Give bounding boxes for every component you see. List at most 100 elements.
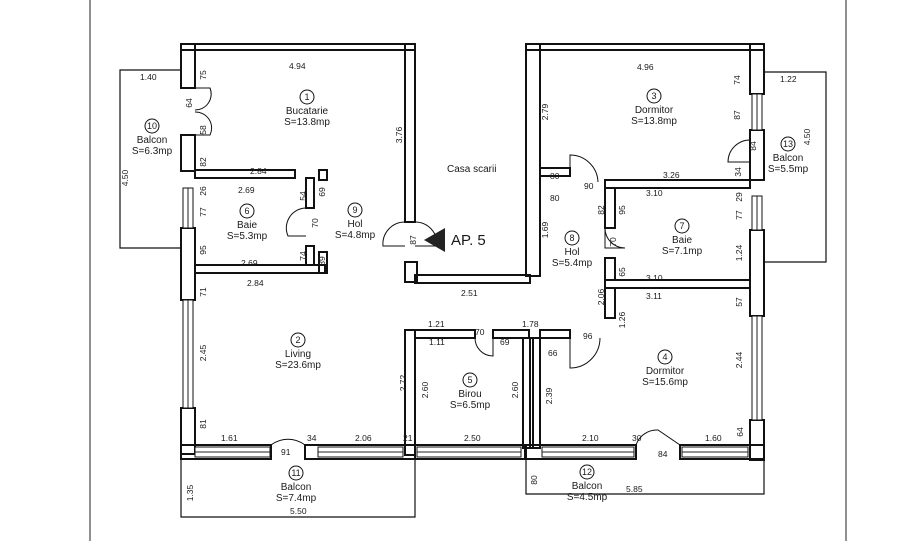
dimension-label: 1.78 [522, 319, 539, 329]
dimension-label: 4.50 [120, 169, 130, 186]
dimension-label: 1.61 [221, 433, 238, 443]
dimension-label: 1.24 [734, 244, 744, 261]
dimension-label: 1.69 [540, 221, 550, 238]
dimension-label: 66 [548, 348, 558, 358]
room-name: Balcon [137, 135, 168, 146]
dimension-label: 3.76 [394, 126, 404, 143]
dimension-label: 89 [317, 256, 327, 266]
dimension-label: 2.44 [734, 351, 744, 368]
room-name: Bucatarie [286, 106, 329, 117]
dimension-label: 4.94 [289, 61, 306, 71]
left-wing-windows [182, 187, 522, 458]
room-name: Balcon [773, 153, 804, 164]
room-name: Dormitor [635, 105, 674, 116]
room-number-circle [674, 218, 690, 234]
dimension-label: 87 [408, 235, 418, 245]
balcony-12-outline [525, 459, 765, 495]
dimension-label: 70 [310, 218, 320, 228]
room-area: S=7.1mp [662, 246, 703, 257]
dimension-label: 64 [184, 98, 194, 108]
right-wing-windows [541, 93, 763, 458]
dimension-label: 69 [317, 187, 327, 197]
left-wing-doors [194, 87, 494, 459]
room-name: Living [285, 349, 311, 360]
balcony-13-outline [764, 71, 827, 263]
dimension-label: 95 [198, 245, 208, 255]
dimension-label: 2.60 [420, 381, 430, 398]
room-number-circle [239, 203, 255, 219]
dimension-label: 1.11 [429, 337, 445, 347]
room-number: 2 [295, 335, 300, 345]
room-number: 11 [291, 468, 300, 478]
dimension-label: 82 [596, 205, 606, 215]
room-number: 12 [582, 467, 592, 477]
dimension-label: 74 [732, 75, 742, 85]
dimension-label: 75 [198, 70, 208, 80]
dimension-label: 58 [198, 125, 208, 135]
room-name: Balcon [572, 481, 603, 492]
dimension-label: 77 [198, 207, 208, 217]
dimension-label: 95 [617, 205, 627, 215]
room-name: Baie [237, 220, 257, 231]
dimension-label: 3.10 [646, 188, 663, 198]
room-area: S=4.5mp [567, 492, 608, 503]
right-wing-walls [525, 43, 765, 461]
room-name: Baie [672, 235, 692, 246]
entrance-arrow-icon [424, 228, 445, 252]
dimension-label: 70 [475, 327, 485, 337]
room-labels: 1BucatarieS=13.8mp2LivingS=23.6mp3Dormit… [132, 88, 809, 504]
dimension-label: 91 [281, 447, 291, 457]
dimension-label: 2.06 [596, 288, 606, 305]
dimension-label: 2.84 [247, 278, 264, 288]
dimension-label: 1.26 [617, 311, 627, 328]
room-number-circle [564, 230, 580, 246]
dimension-label: 2.79 [540, 103, 550, 120]
dimension-label: 34 [307, 433, 317, 443]
dimension-label: 4.50 [802, 128, 812, 145]
room-number: 1 [304, 92, 309, 102]
dimension-label: 3.10 [646, 273, 663, 283]
dimension-label: 1.40 [140, 72, 157, 82]
dimension-label: 77 [734, 210, 744, 220]
room-area: S=7.4mp [276, 493, 317, 504]
dimension-label: 2.45 [198, 344, 208, 361]
room-number: 10 [147, 121, 157, 131]
dimension-label: 2.60 [510, 381, 520, 398]
dimension-label: 82 [198, 157, 208, 167]
dimension-label: 1.22 [780, 74, 797, 84]
dimension-label: 2.72 [398, 374, 408, 391]
dimension-label: 2.69 [238, 185, 255, 195]
room-number-circle [144, 118, 160, 134]
dimension-label: 87 [732, 110, 742, 120]
room-area: S=15.6mp [642, 377, 688, 388]
room-area: S=6.5mp [450, 400, 491, 411]
dimension-label: 81 [198, 419, 208, 429]
room-number: 6 [244, 206, 249, 216]
room-area: S=6.3mp [132, 146, 173, 157]
room-area: S=5.5mp [768, 164, 809, 175]
room-number: 8 [569, 233, 574, 243]
dimension-label: 71 [198, 287, 208, 297]
room-number: 13 [783, 139, 793, 149]
dimension-label: 3.26 [663, 170, 680, 180]
dimension-label: 29 [734, 192, 744, 202]
room-number-circle [579, 464, 595, 480]
dimension-labels: 4.94 4.96 1.40 1.22 2.84 2.69 2.69 2.84 … [140, 61, 797, 516]
dimension-label: 1.21 [428, 319, 445, 329]
dimension-label: 2.84 [250, 166, 267, 176]
dimension-label: 2.69 [241, 258, 258, 268]
dimension-label: 84 [748, 141, 758, 151]
room-area: S=13.8mp [631, 116, 677, 127]
left-wing-walls [180, 43, 534, 460]
dimension-label: 30 [632, 433, 642, 443]
dimension-label: 5.85 [626, 484, 643, 494]
